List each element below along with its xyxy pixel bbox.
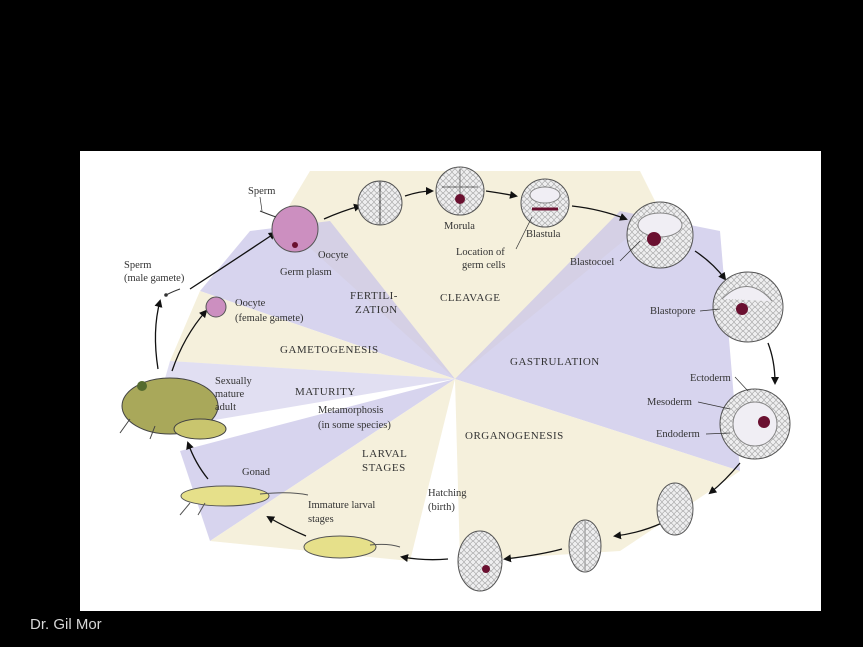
arrow-neurula-to-tailbud (708, 462, 741, 495)
embryo-blastula (520, 178, 570, 228)
label-sperm-top: Sperm (248, 186, 275, 197)
label-larval-2: STAGES (362, 462, 406, 474)
label-oocyte-top: Oocyte (318, 250, 349, 261)
arrow-morula-to-blastula (485, 190, 518, 199)
germ-plasm-dot (292, 242, 298, 248)
sector-fertilization (200, 221, 455, 379)
gametes (164, 205, 319, 318)
arrow-adult-to-oocyte (171, 309, 208, 372)
arrow-gastrula-to-blastopore (694, 250, 727, 281)
label-oocyte-left-2: (female gamete) (235, 313, 304, 324)
arrow-adult-to-sperm (154, 299, 163, 370)
arrow-blastula-to-gastrula (571, 205, 628, 221)
oocyte-large (271, 205, 319, 253)
label-oocyte-left-1: Oocyte (235, 298, 266, 309)
label-gonad: Gonad (242, 467, 271, 478)
life-cycle-diagram: FERTILI- ZATION CLEAVAGE GASTRULATION OR… (119, 166, 791, 592)
sperm-left-head (164, 293, 168, 297)
label-adult-3: adult (215, 402, 236, 413)
label-cleavage: CLEAVAGE (440, 292, 500, 304)
label-hatching-2: (birth) (428, 502, 455, 513)
label-germ-plasm: Germ plasm (280, 267, 332, 278)
arrow-hatch-to-tadpole (400, 554, 449, 562)
sector-gastrulation (455, 211, 740, 471)
embryo-morula (435, 166, 485, 216)
label-blastocoel: Blastocoel (570, 257, 614, 268)
label-adult-2: mature (215, 389, 244, 400)
label-organogenesis: ORGANOGENESIS (465, 430, 564, 442)
stage-sectors (150, 171, 740, 561)
label-maturity: MATURITY (295, 386, 356, 398)
embryo-tailbud (656, 482, 694, 536)
label-hatching-1: Hatching (428, 488, 467, 499)
label-sperm-left-1: Sperm (124, 260, 151, 271)
embryo-neurula (719, 388, 791, 460)
organisms (119, 377, 401, 559)
arrow-embryo-to-hatch (503, 548, 563, 563)
arrow-sperm-to-oocyte (189, 231, 277, 290)
label-sperm-left-2: (male gamete) (124, 273, 185, 284)
label-metamorphosis-2: (in some species) (318, 420, 391, 431)
stage-names: FERTILI- ZATION CLEAVAGE GASTRULATION OR… (280, 290, 600, 474)
label-metamorphosis-1: Metamorphosis (318, 405, 383, 416)
arrow-2cell-to-morula (404, 187, 434, 197)
label-morula: Morula (444, 221, 475, 232)
cycle-arrows (154, 187, 779, 563)
arrow-larva-to-adult (186, 441, 209, 480)
label-blastula: Blastula (526, 229, 561, 240)
label-endoderm: Endoderm (656, 429, 700, 440)
arrow-tadpole-to-larva (266, 515, 307, 537)
footer-author: Dr. Gil Mor (30, 616, 102, 633)
callout-labels: Sperm Oocyte Germ plasm Morula Blastula … (124, 186, 731, 525)
label-larval-1: LARVAL (362, 448, 407, 460)
arrow-tailbud-to-embryo (613, 522, 663, 540)
label-fertilization-2: ZATION (355, 304, 398, 316)
embryo-2cell (357, 180, 403, 226)
oocyte-small (205, 296, 227, 318)
embryo-early-gastrula (626, 201, 694, 269)
label-immature-1: Immature larval (308, 500, 375, 511)
sector-gametogenesis (170, 291, 455, 379)
embryo-hatching (457, 530, 503, 592)
embryo-late (568, 519, 602, 573)
sperm-top-icon (259, 210, 277, 218)
sperm-left-icon (165, 288, 181, 296)
embryo-blastopore (712, 271, 784, 343)
sector-larval-cream (210, 379, 455, 561)
leader-lines (259, 196, 749, 435)
arrow-blastopore-to-neurula (767, 342, 779, 385)
label-germ-cells-1: Location of (456, 247, 505, 258)
arrow-oocyte-to-2cell (323, 203, 362, 220)
label-gametogenesis: GAMETOGENESIS (280, 344, 379, 356)
label-gastrulation: GASTRULATION (510, 356, 600, 368)
label-ectoderm: Ectoderm (690, 373, 731, 384)
label-blastopore: Blastopore (650, 306, 696, 317)
larva-with-legs-icon (179, 485, 309, 516)
label-mesoderm: Mesoderm (647, 397, 692, 408)
label-fertilization-1: FERTILI- (350, 290, 398, 302)
embryos (357, 166, 791, 592)
tadpole-icon (303, 535, 401, 559)
label-adult-1: Sexually (215, 376, 252, 387)
diagram-panel: FERTILI- ZATION CLEAVAGE GASTRULATION OR… (80, 151, 821, 611)
adult-frog-icon (119, 377, 227, 440)
label-immature-2: stages (308, 514, 334, 525)
sector-maturity (150, 361, 455, 431)
label-germ-cells-2: germ cells (462, 260, 505, 271)
